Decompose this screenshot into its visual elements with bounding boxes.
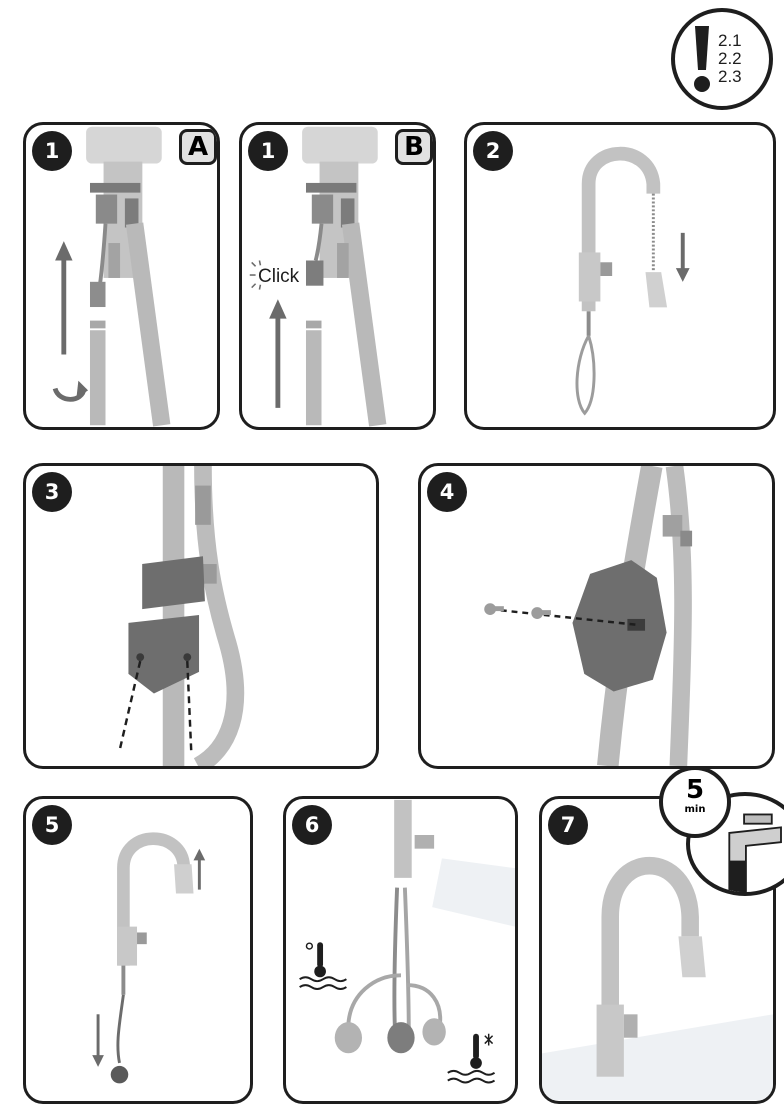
step-number-badge: 6 xyxy=(292,805,332,845)
timer-value: 5 xyxy=(685,775,705,805)
test-pull-out-illustration xyxy=(92,832,206,1084)
water-inlet-connection-illustration xyxy=(299,799,515,1084)
warning-note: 2.1 2.2 2.3 xyxy=(671,8,773,110)
reference-item: 2.1 xyxy=(718,31,742,50)
step-number-badge: 1 xyxy=(248,131,288,171)
variant-label: A xyxy=(179,129,217,165)
faucet-icon xyxy=(728,813,782,892)
reference-item: 2.3 xyxy=(718,67,742,86)
hose-connection-illustration xyxy=(52,126,171,427)
step-2-panel: 2 xyxy=(464,122,776,430)
step-number-badge: 7 xyxy=(548,805,588,845)
counterweight-screw-illustration xyxy=(484,466,693,766)
step-number-badge: 2 xyxy=(473,131,513,171)
step-6-panel: 6 xyxy=(283,796,518,1104)
step-number-badge: 1 xyxy=(32,131,72,171)
timer-unit: min xyxy=(684,804,706,815)
hose-click-illustration xyxy=(249,126,387,427)
pull-down-spray-illustration xyxy=(575,146,690,416)
step-number-badge: 4 xyxy=(427,472,467,512)
step-3-panel: 3 xyxy=(23,463,379,769)
flush-faucet-illustration xyxy=(542,857,773,1101)
cold-water-icon xyxy=(447,1033,496,1084)
exclamation-icon xyxy=(694,26,710,92)
variant-label: B xyxy=(395,129,433,165)
timer-badge: 5 min xyxy=(659,766,731,838)
reference-item: 2.2 xyxy=(718,49,742,68)
step-number-badge: 5 xyxy=(32,805,72,845)
click-sound-label: Click xyxy=(258,266,300,287)
step-1b-panel: 1 B Click xyxy=(239,122,436,430)
hot-water-icon xyxy=(299,942,347,990)
reference-list: 2.1 2.2 2.3 xyxy=(718,32,742,86)
step-4-panel: 4 xyxy=(418,463,775,769)
step-1a-panel: 1 A xyxy=(23,122,220,430)
step-number-badge: 3 xyxy=(32,472,72,512)
step-5-panel: 5 xyxy=(23,796,253,1104)
counterweight-attach-illustration xyxy=(118,466,245,766)
